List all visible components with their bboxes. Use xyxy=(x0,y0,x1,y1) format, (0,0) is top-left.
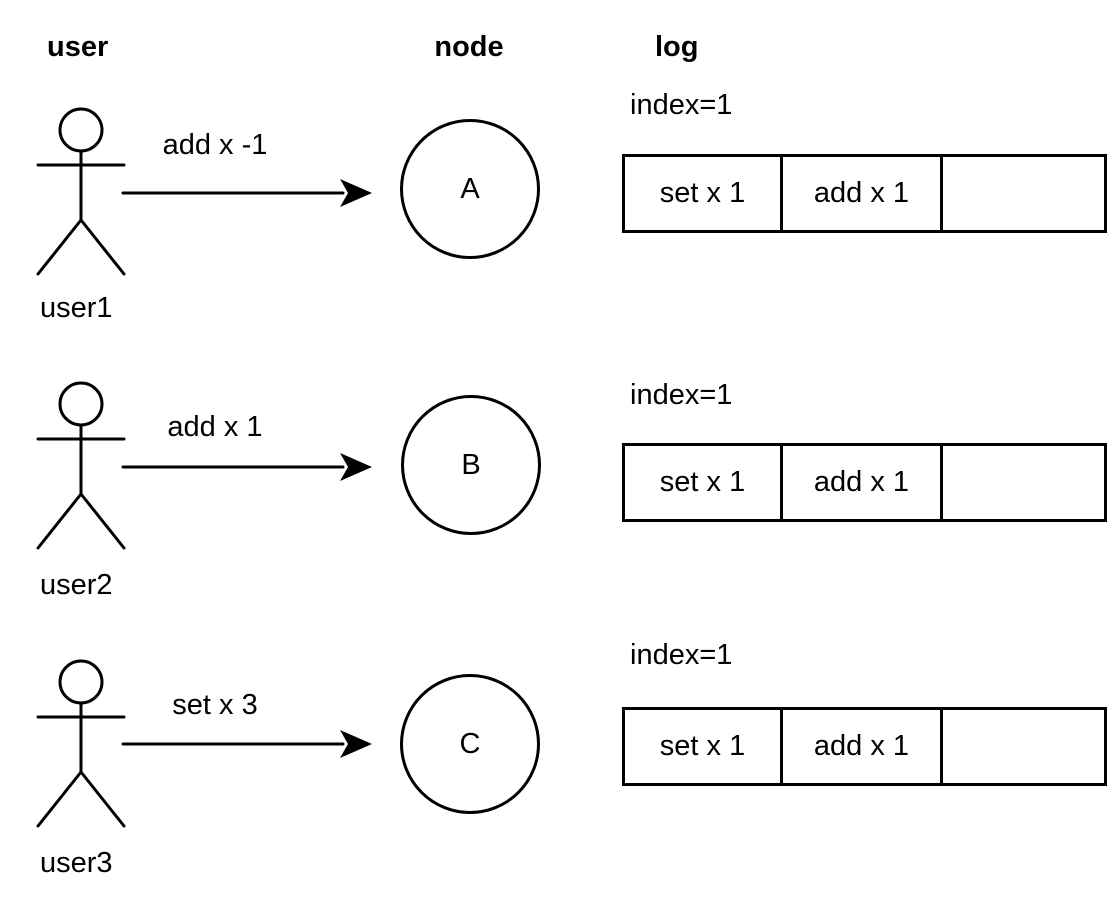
node-circle: A xyxy=(400,119,540,259)
log-cell: add x 1 xyxy=(780,446,940,519)
node-circle: C xyxy=(400,674,540,814)
log-cell: set x 1 xyxy=(659,730,746,762)
log-cell xyxy=(940,710,1104,783)
log-table: set x 1 add x 1 xyxy=(622,707,1107,786)
node-label: C xyxy=(459,727,481,760)
column-header-log: log xyxy=(655,31,699,63)
arrow-icon xyxy=(121,179,372,207)
arrow-icon xyxy=(121,453,372,481)
log-table: set x 1 add x 1 xyxy=(622,443,1107,522)
log-index-label: index=1 xyxy=(630,639,733,671)
log-index-label: index=1 xyxy=(630,379,733,411)
log-index-label: index=1 xyxy=(630,89,733,121)
column-header-node: node xyxy=(434,31,504,63)
log-cell: add x 1 xyxy=(780,157,940,230)
column-header-user: user xyxy=(47,31,109,63)
node-label: B xyxy=(461,448,481,481)
log-cell: add x 1 xyxy=(780,710,940,783)
log-cell xyxy=(940,446,1104,519)
node-label: A xyxy=(460,172,480,205)
user-actor-icon xyxy=(36,659,126,828)
user-actor-icon xyxy=(36,107,126,276)
log-cell: set x 1 xyxy=(659,466,746,498)
node-circle: B xyxy=(401,395,541,535)
message-label: add x -1 xyxy=(162,129,268,161)
arrow-icon xyxy=(121,730,372,758)
user-name-label: user3 xyxy=(40,847,113,879)
user-name-label: user2 xyxy=(40,569,113,601)
log-cell: set x 1 xyxy=(659,177,746,209)
log-table: set x 1 add x 1 xyxy=(622,154,1107,233)
message-label: set x 3 xyxy=(172,689,258,721)
log-cell xyxy=(940,157,1104,230)
message-label: add x 1 xyxy=(167,411,263,443)
user-name-label: user1 xyxy=(40,292,113,324)
user-actor-icon xyxy=(36,381,126,550)
